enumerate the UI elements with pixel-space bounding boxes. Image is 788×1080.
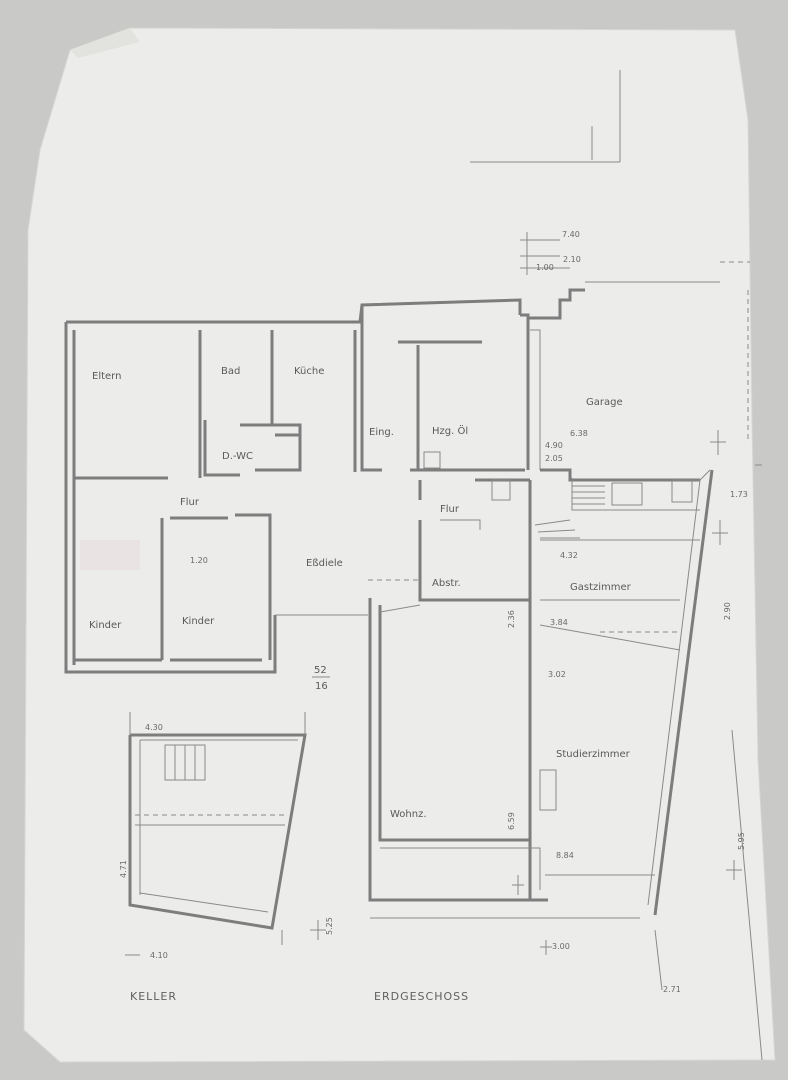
dim-3-84: 3.84 [550,618,568,627]
stairs-ground [534,479,693,539]
dim-2-71: 2.71 [663,985,681,994]
dim-7-40: 7.40 [562,230,580,239]
faint-stamp [80,540,140,570]
dim-3-02: 3.02 [548,670,566,679]
dim-1-00: 1.00 [536,263,554,272]
room-labels: Eltern Bad Küche D.-WC Eing. Hzg. Öl Gar… [89,366,632,820]
dim-1-73: 1.73 [730,490,748,499]
dim-2-05: 2.05 [545,454,563,463]
room-garage: Garage [586,397,623,408]
room-kueche: Küche [294,366,324,377]
room-kinder-2: Kinder [182,616,215,627]
section-erdgeschoss: ERDGESCHOSS [374,990,469,1003]
ground-floor-walls [64,261,763,1061]
dim-4-30: 4.30 [145,723,163,732]
fraction-mark: 52 16 [312,665,330,692]
room-flur-mid: Flur [440,504,460,515]
dim-4-71: 4.71 [119,860,128,878]
corner-marks [470,70,621,163]
basement-walls [125,712,307,956]
dim-4-90: 4.90 [545,441,563,450]
room-hzg: Hzg. Öl [432,424,468,437]
dim-2-36: 2.36 [507,610,516,628]
dim-8-84: 8.84 [556,851,574,860]
dim-5-95: 5.95 [737,832,746,850]
dim-5-25: 5.25 [325,917,334,935]
room-essdiele: Eßdiele [306,558,343,569]
dimension-labels: 6.38 4.90 2.05 4.32 3.84 3.02 8.84 3.00 … [119,429,748,994]
room-kinder-1: Kinder [89,620,122,631]
room-studierzimmer: Studierzimmer [556,749,631,760]
fraction-denominator: 16 [315,681,328,692]
fraction-numerator: 52 [314,665,327,676]
top-dimensions: 7.40 2.10 1.00 [520,230,581,275]
section-keller: KELLER [130,990,177,1003]
dim-1-20: 1.20 [190,556,208,565]
paper [23,27,776,1063]
dim-6-59: 6.59 [507,812,516,830]
dim-4-10: 4.10 [150,951,168,960]
dimension-ticks [310,430,742,991]
room-abstr: Abstr. [432,578,461,589]
room-eing: Eing. [369,427,394,438]
dim-4-32: 4.32 [560,551,578,560]
dim-2-90: 2.90 [723,602,732,620]
dim-3-00: 3.00 [552,942,570,951]
room-dwc: D.-WC [222,451,253,462]
room-eltern: Eltern [92,371,121,382]
dim-2-10: 2.10 [563,255,581,264]
room-bad: Bad [221,366,240,377]
dim-6-38: 6.38 [570,429,588,438]
room-flur-left: Flur [180,497,200,508]
room-gastzimmer: Gastzimmer [570,582,632,593]
room-wohnz: Wohnz. [390,809,427,820]
